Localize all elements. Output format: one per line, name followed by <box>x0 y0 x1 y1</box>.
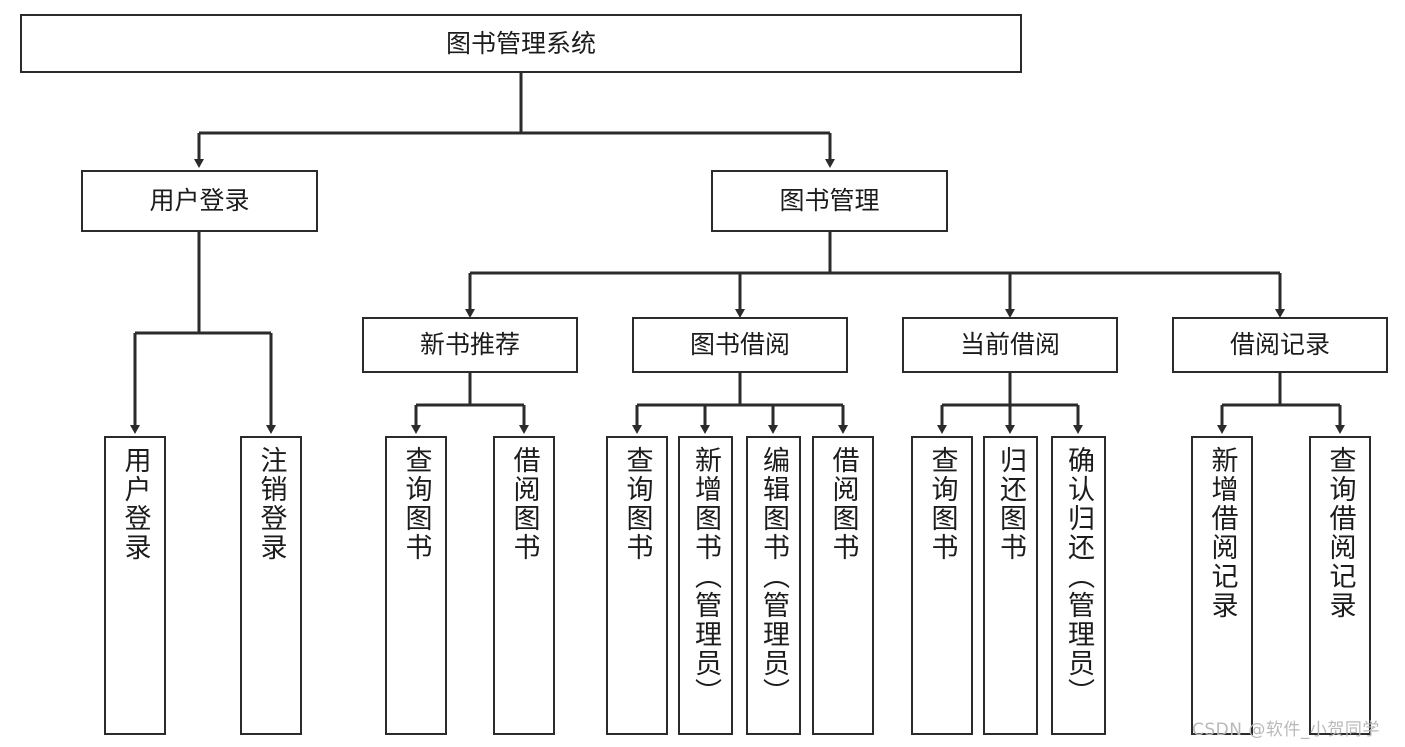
node-label: 查询图书 <box>621 446 653 562</box>
node-label: 归还图书 <box>995 446 1026 562</box>
node-label: 新增借阅记录 <box>1206 446 1238 620</box>
node-label: 新增图书（管理员） <box>690 446 721 707</box>
leaf-user-login[interactable]: 用户登录 <box>104 436 166 735</box>
leaf-add-borrow-record[interactable]: 新增借阅记录 <box>1191 436 1253 735</box>
node-label: 查询借阅记录 <box>1324 446 1356 620</box>
node-label: 新书推荐 <box>419 330 520 360</box>
leaf-add-book-admin[interactable]: 新增图书（管理员） <box>678 436 733 735</box>
node-label: 确认归还（管理员） <box>1063 446 1094 707</box>
node-new-book-recommend[interactable]: 新书推荐 <box>362 317 578 373</box>
node-label: 借阅记录 <box>1229 330 1330 360</box>
node-label: 用户登录 <box>119 446 151 562</box>
node-user-login[interactable]: 用户登录 <box>81 170 318 232</box>
node-label: 编辑图书（管理员） <box>758 446 789 707</box>
leaf-query-book-borrow[interactable]: 查询图书 <box>606 436 668 735</box>
node-current-borrow[interactable]: 当前借阅 <box>902 317 1118 373</box>
leaf-query-book-current[interactable]: 查询图书 <box>911 436 973 735</box>
leaf-query-borrow-record[interactable]: 查询借阅记录 <box>1309 436 1371 735</box>
leaf-borrow-book-recommend[interactable]: 借阅图书 <box>493 436 555 735</box>
node-label: 查询图书 <box>400 446 432 562</box>
node-label: 查询图书 <box>926 446 958 562</box>
node-label: 用户登录 <box>149 186 250 216</box>
leaf-query-book-recommend[interactable]: 查询图书 <box>385 436 447 735</box>
node-root-book-management-system[interactable]: 图书管理系统 <box>20 14 1022 73</box>
leaf-borrow-book[interactable]: 借阅图书 <box>812 436 874 735</box>
node-book-borrow[interactable]: 图书借阅 <box>632 317 848 373</box>
leaf-return-book[interactable]: 归还图书 <box>983 436 1038 735</box>
leaf-confirm-return-admin[interactable]: 确认归还（管理员） <box>1051 436 1106 735</box>
node-label: 图书借阅 <box>689 330 790 360</box>
node-book-management[interactable]: 图书管理 <box>711 170 948 232</box>
node-label: 图书管理 <box>779 186 880 216</box>
node-label: 注销登录 <box>255 446 287 562</box>
watermark-csdn: CSDN @软件_小贺同学 <box>1192 720 1380 740</box>
node-label: 当前借阅 <box>959 330 1060 360</box>
leaf-edit-book-admin[interactable]: 编辑图书（管理员） <box>746 436 801 735</box>
node-label: 借阅图书 <box>508 446 540 562</box>
node-label: 图书管理系统 <box>445 28 596 58</box>
node-label: 借阅图书 <box>827 446 859 562</box>
node-borrow-record[interactable]: 借阅记录 <box>1172 317 1388 373</box>
leaf-logout[interactable]: 注销登录 <box>240 436 302 735</box>
